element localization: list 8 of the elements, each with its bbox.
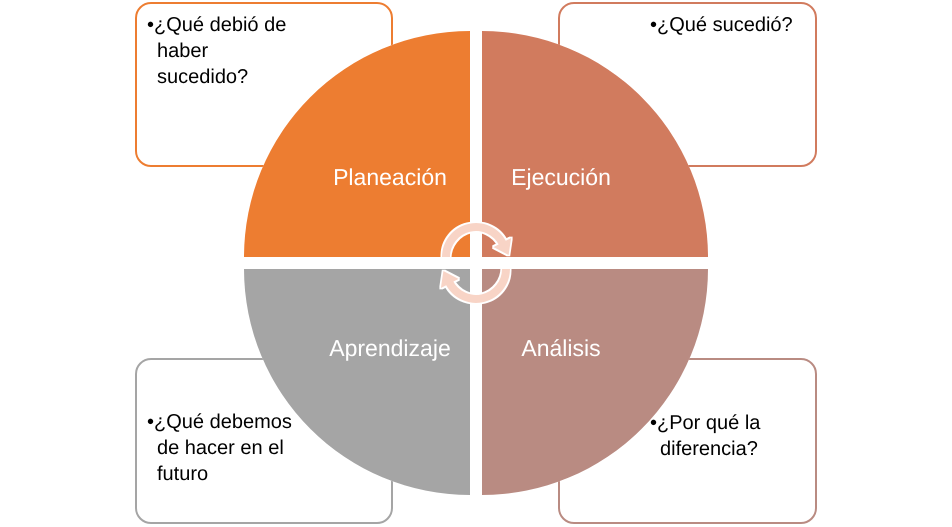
question-text: •¿Qué sucedió? xyxy=(650,13,794,38)
question-text: •¿Qué debió de haber sucedido? xyxy=(147,13,288,90)
question-text: •¿Qué debemos de hacer en el futuro xyxy=(147,410,293,487)
question-text: •¿Por qué la diferencia? xyxy=(650,411,762,462)
stage-label: Análisis xyxy=(521,334,601,362)
stage-label: Planeación xyxy=(333,163,447,191)
stage-label: Ejecución xyxy=(511,163,611,191)
stage-label: Aprendizaje xyxy=(329,334,451,362)
